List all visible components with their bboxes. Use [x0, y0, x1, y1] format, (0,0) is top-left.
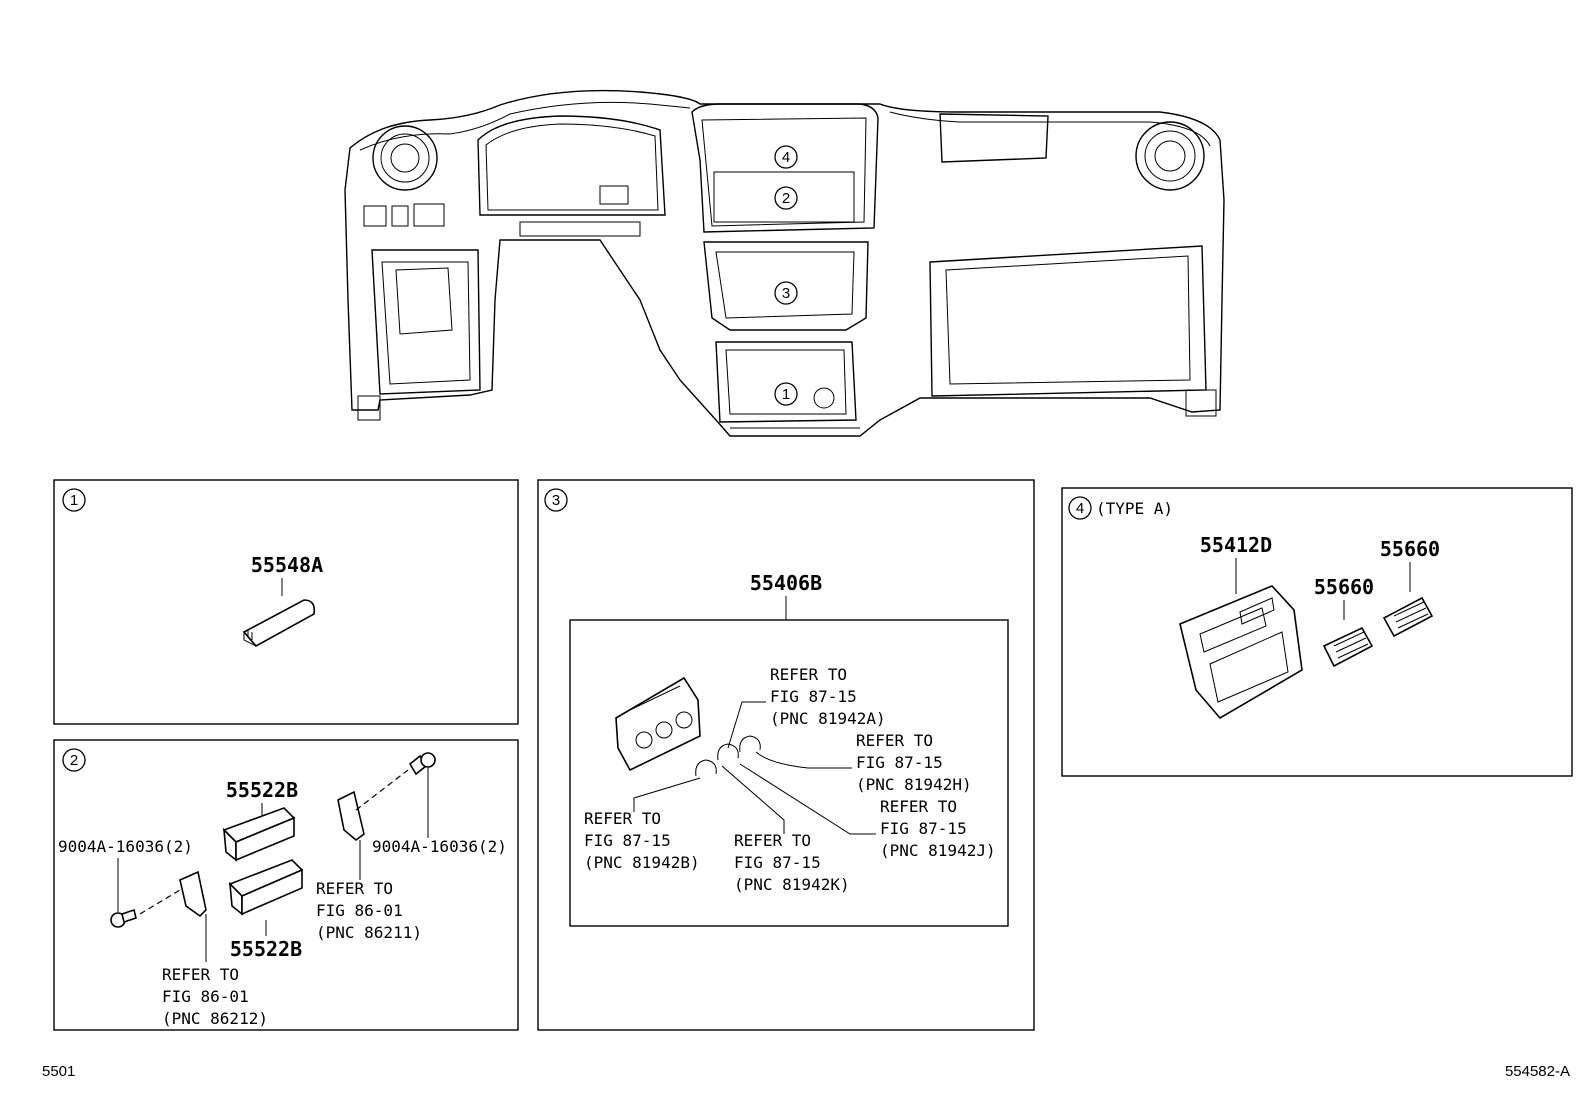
refer-86211-line1: REFER TO: [316, 879, 393, 898]
panel-4-number: 4: [1068, 496, 1092, 520]
refer-81942H-line1: REFER TO: [856, 731, 933, 750]
part-55548A-label: 55548A: [251, 553, 323, 577]
part-55522B-upper-label: 55522B: [226, 778, 298, 802]
svg-text:4: 4: [1076, 500, 1084, 517]
refer-81942B-line1: REFER TO: [584, 809, 661, 828]
callout-1: 1: [774, 382, 798, 406]
leader-81942B: [633, 777, 701, 812]
svg-text:1: 1: [782, 386, 790, 403]
bracket-left-part: [179, 870, 207, 918]
refer-81942A-line1: REFER TO: [770, 665, 847, 684]
refer-81942H-line3: (PNC 81942H): [856, 775, 972, 794]
svg-text:4: 4: [782, 149, 790, 166]
part-55660-right-label: 55660: [1380, 537, 1440, 561]
panel-2-frame: [53, 739, 519, 1031]
coin-box-part: [242, 599, 316, 648]
bolt-right-label: 9004A-16036(2): [372, 837, 507, 856]
leader-81942J: [739, 763, 876, 835]
pocket-lower-part: [228, 859, 304, 916]
knob-rings: [695, 735, 761, 777]
leader-81942A: [727, 701, 766, 749]
refer-81942B-line2: FIG 87-15: [584, 831, 671, 850]
panel-3-inner-frame: [569, 619, 1009, 927]
panel-3-frame: [537, 479, 1035, 1031]
part-55660-left-label: 55660: [1314, 575, 1374, 599]
callout-3: 3: [774, 281, 798, 305]
refer-81942J-line2: FIG 87-15: [880, 819, 967, 838]
refer-86211-line2: FIG 86-01: [316, 901, 403, 920]
center-bezel-part: [1179, 585, 1303, 720]
refer-81942A-line2: FIG 87-15: [770, 687, 857, 706]
part-55412D-label: 55412D: [1200, 533, 1272, 557]
panel-1-number: 1: [62, 488, 86, 512]
part-55406B-label: 55406B: [750, 571, 822, 595]
refer-86212-line2: FIG 86-01: [162, 987, 249, 1006]
refer-81942A-line3: (PNC 81942A): [770, 709, 886, 728]
footer-left-code: 5501: [42, 1063, 75, 1080]
refer-86211-line3: (PNC 86211): [316, 923, 422, 942]
refer-81942J-line3: (PNC 81942J): [880, 841, 996, 860]
panel-2-number: 2: [62, 748, 86, 772]
panel-4-type-label: (TYPE A): [1096, 499, 1173, 518]
svg-text:3: 3: [782, 285, 790, 302]
refer-86212-line3: (PNC 86212): [162, 1009, 268, 1028]
vent-right-part: [1382, 596, 1434, 638]
svg-text:2: 2: [782, 190, 790, 207]
svg-text:2: 2: [70, 752, 78, 769]
panel-4-frame: [1061, 487, 1573, 777]
callout-4: 4: [774, 145, 798, 169]
svg-text:3: 3: [552, 492, 560, 509]
bolt-left-label: 9004A-16036(2): [58, 837, 193, 856]
refer-81942B-line3: (PNC 81942B): [584, 853, 700, 872]
refer-81942K-line1: REFER TO: [734, 831, 811, 850]
refer-81942H-line2: FIG 87-15: [856, 753, 943, 772]
refer-81942K-line2: FIG 87-15: [734, 853, 821, 872]
panel-3-number: 3: [544, 488, 568, 512]
panel-1-frame: [53, 479, 519, 725]
part-55522B-lower-label: 55522B: [230, 937, 302, 961]
instrument-panel-drawing: [344, 89, 1225, 437]
bolt-left-part: [110, 908, 137, 928]
refer-81942K-line3: (PNC 81942K): [734, 875, 850, 894]
pocket-upper-part: [222, 807, 296, 862]
svg-text:1: 1: [70, 492, 78, 509]
refer-81942J-line1: REFER TO: [880, 797, 957, 816]
leader-81942K: [721, 765, 785, 834]
callout-2: 2: [774, 186, 798, 210]
bolt-left-dashline: [139, 889, 181, 915]
bolt-right-dashline: [355, 769, 409, 811]
bracket-right-part: [337, 790, 365, 842]
leader-81942H: [755, 751, 852, 769]
heater-control-part: [615, 676, 701, 772]
refer-86212-line1: REFER TO: [162, 965, 239, 984]
bolt-right-part: [408, 752, 436, 776]
footer-right-code: 554582-A: [1505, 1063, 1570, 1080]
vent-left-part: [1322, 626, 1374, 668]
